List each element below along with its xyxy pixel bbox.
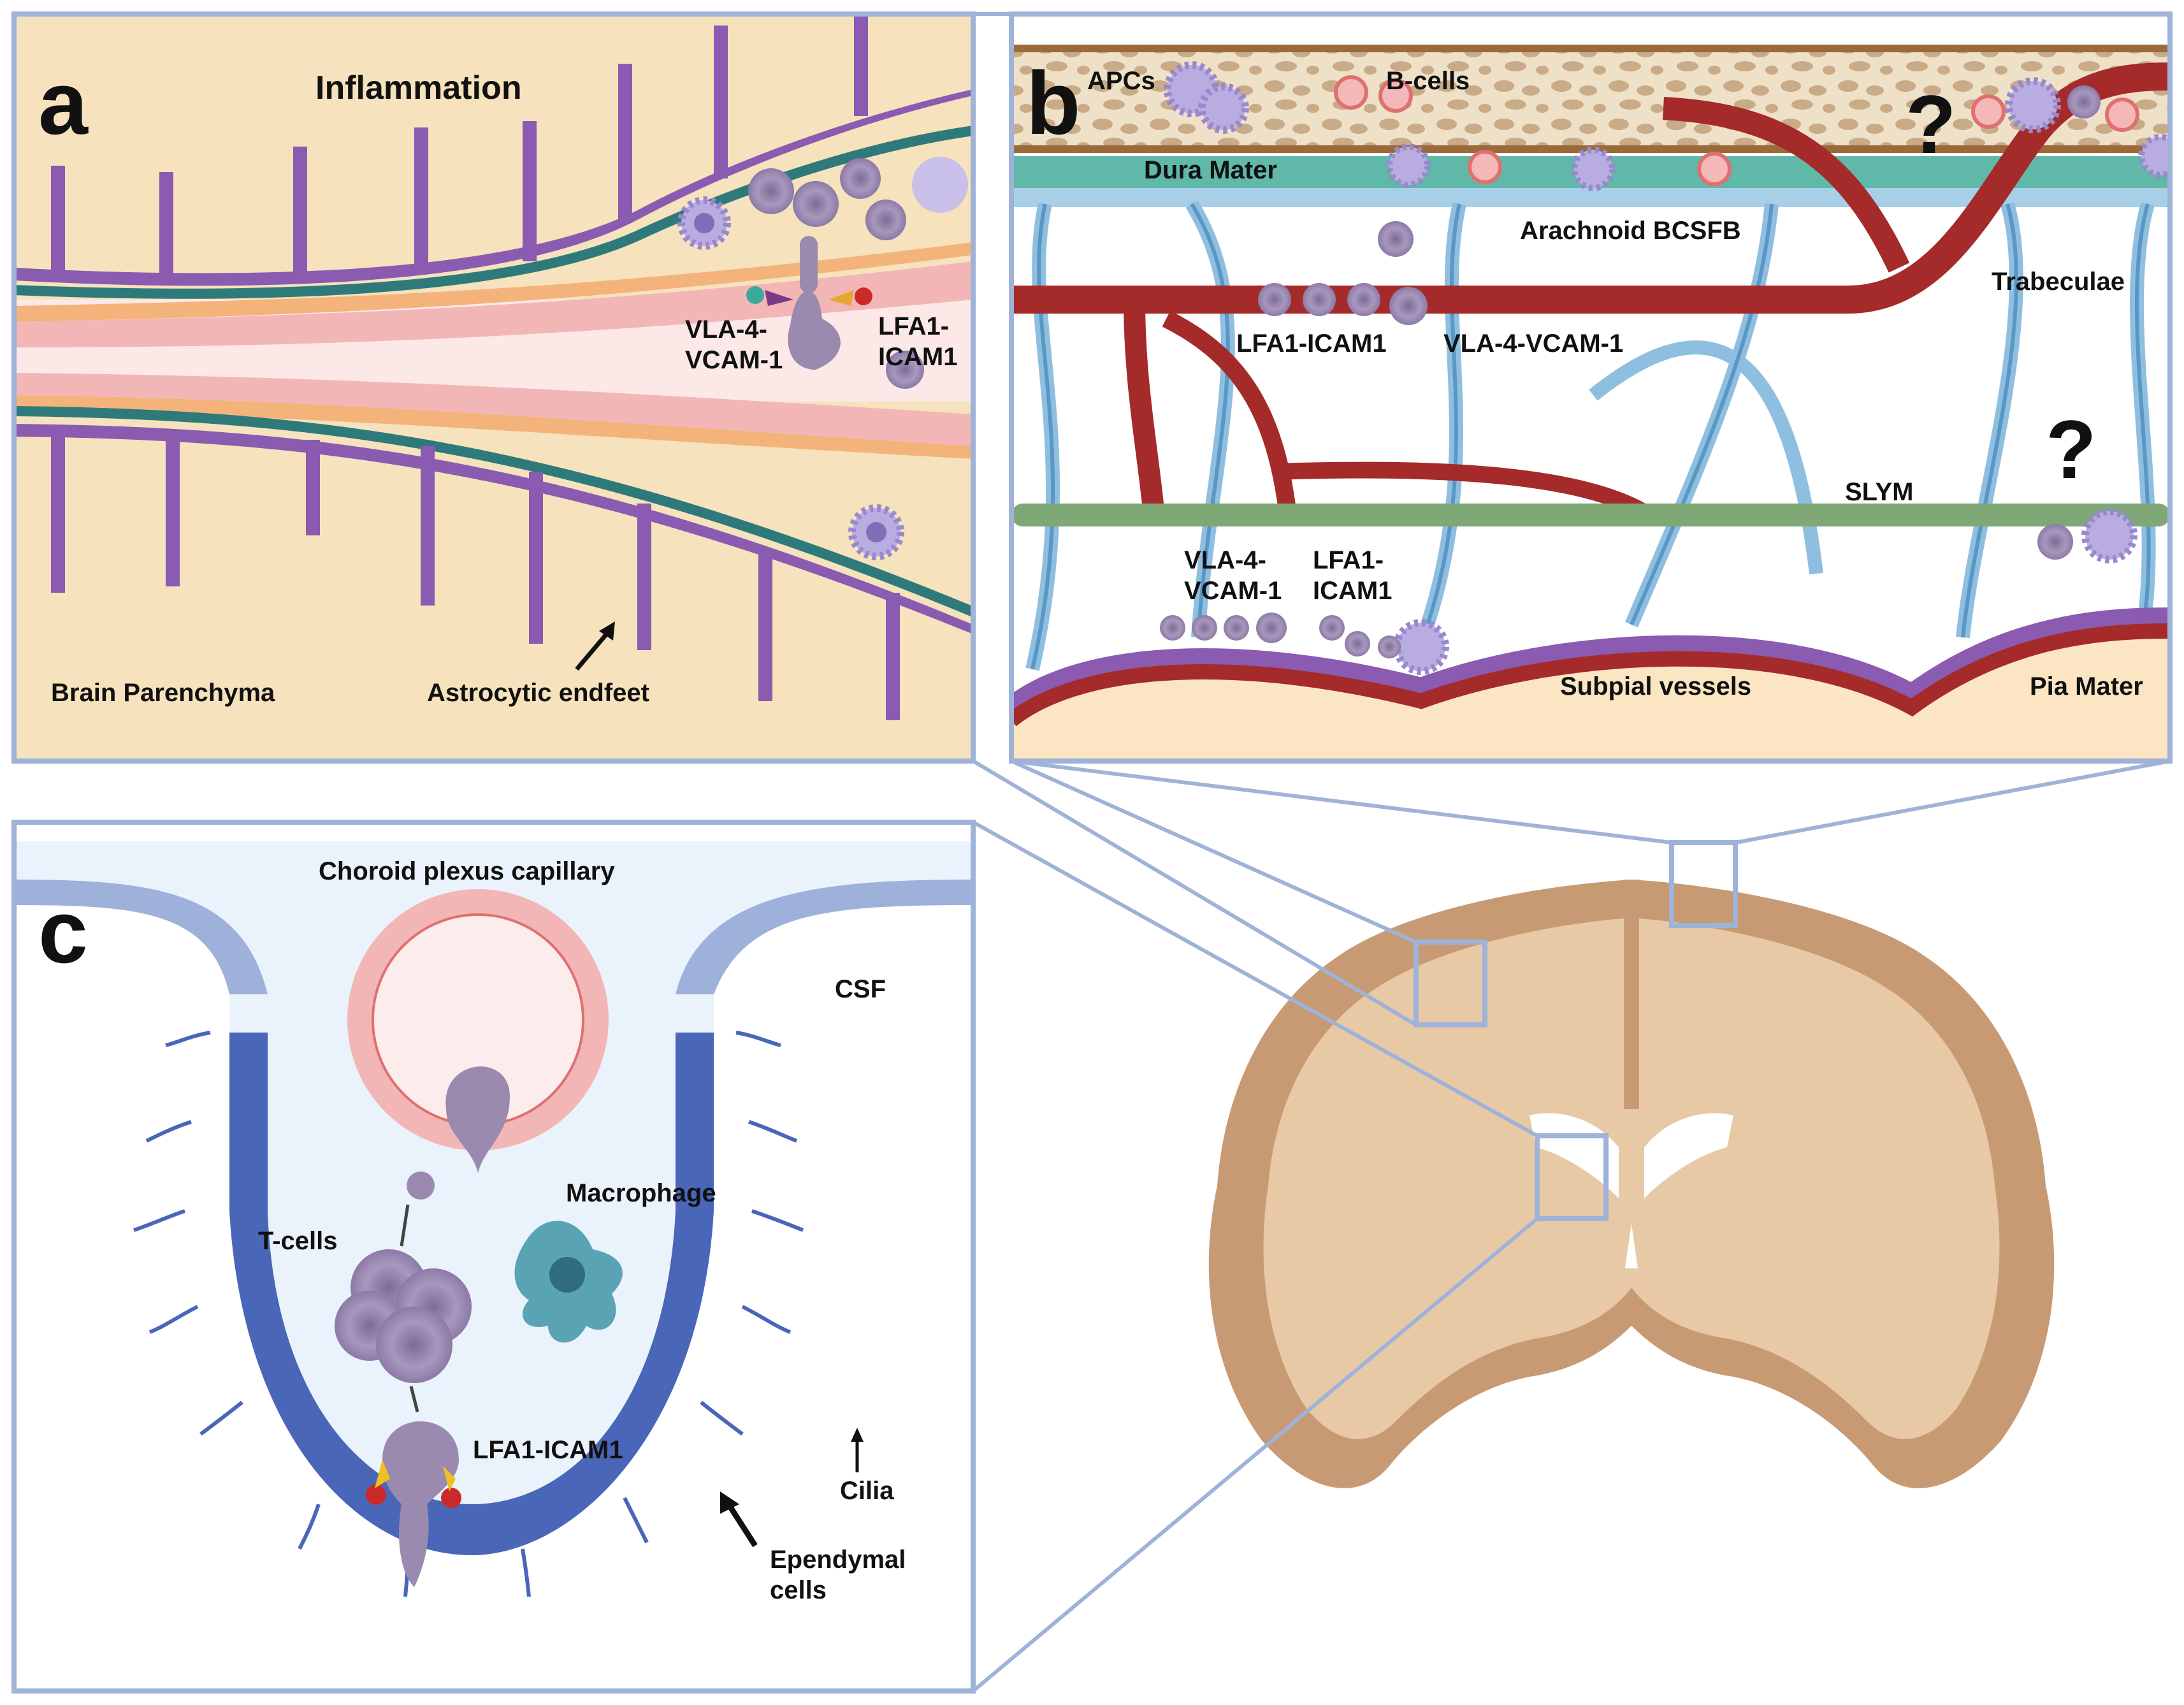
slym-label: SLYM — [1845, 478, 1913, 506]
b-cells — [1334, 75, 2139, 186]
inflammation-label: Inflammation — [315, 69, 522, 106]
vessel-branch-3 — [1274, 461, 1656, 523]
lfa1-icam1-label-b-upper: LFA1-ICAM1 — [1236, 330, 1387, 358]
lfa1-icam1-label-c: LFA1-ICAM1 — [473, 1436, 623, 1464]
choroid-surface-left — [14, 880, 268, 994]
panel-a-letter: a — [38, 53, 89, 153]
brain-white-matter — [1263, 918, 2000, 1439]
t-cells-label: T-cells — [258, 1227, 338, 1255]
inset-box-a — [1414, 940, 1487, 1027]
panel-c-frame — [11, 820, 976, 1694]
question-mark-lower: ? — [2046, 403, 2096, 496]
arachnoid-bcsfb-label: Arachnoid BCSFB — [1520, 217, 1741, 245]
panel-b-letter: b — [1026, 53, 1081, 153]
question-mark-upper: ? — [1906, 78, 1956, 171]
astrocytic-endfeet-upper — [51, 14, 868, 280]
macrophage-nucleus — [549, 1257, 585, 1293]
apc-cells-b — [1164, 61, 2170, 675]
vessel-branch-1 — [1124, 299, 1164, 511]
tcell-arrow-1 — [400, 1204, 410, 1247]
icam1-left — [366, 1484, 386, 1505]
ependymal-label-line1: Ependymal — [770, 1546, 906, 1574]
lateral-ventricle-right — [1644, 1113, 1733, 1198]
tcells-cluster-c — [335, 1249, 472, 1383]
cilia-label: Cilia — [840, 1477, 894, 1505]
trabeculae-label: Trabeculae — [1992, 268, 2125, 296]
ependymal-arrowhead — [720, 1491, 739, 1514]
transmigrating-tcell-a — [746, 236, 872, 370]
t-cells-b — [1160, 85, 2101, 658]
choroid-surface-right — [676, 880, 973, 994]
subpial-vessels-label: Subpial vessels — [1560, 672, 1751, 700]
panel-c: c Choroid plexus capillary CSF Macrophag… — [11, 820, 976, 1694]
basement-membrane-upper — [14, 126, 973, 299]
inset-box-b — [1669, 840, 1738, 928]
basement-membrane-lower — [14, 406, 973, 617]
apc-cells-a — [677, 157, 968, 560]
transmigrating-tcell-capillary — [445, 1066, 510, 1173]
pia-mater-label: Pia Mater — [2030, 672, 2143, 700]
pericyte-layer-lower — [14, 395, 973, 459]
csf-label: CSF — [835, 975, 886, 1003]
third-ventricle — [1625, 1224, 1638, 1268]
astrocytic-endfeet-label: Astrocytic endfeet — [427, 679, 649, 707]
b-cells-label: B-cells — [1386, 67, 1470, 95]
slym-layer — [1011, 504, 2170, 526]
dura-mater-label: Dura Mater — [1144, 156, 1277, 184]
dura-top-border — [1011, 45, 2170, 52]
panel-a: a Inflammation VLA-4- VCAM-1 LFA1- ICAM1… — [11, 11, 976, 764]
astrocytic-endfeet-lower — [51, 433, 900, 720]
t-cells-cluster-a — [748, 158, 924, 389]
lfa1-icam1-label-a-line2: ICAM1 — [878, 343, 957, 371]
endothelium-upper — [14, 261, 973, 347]
lfa1-right — [443, 1466, 456, 1491]
vla4-vcam1-label-a-line2: VCAM-1 — [685, 346, 783, 374]
lfa1-icam1-label-a-line1: LFA1- — [878, 312, 949, 340]
ependymal-label-line2: cells — [770, 1576, 827, 1604]
inset-box-c — [1535, 1133, 1609, 1221]
brain-parenchyma-label: Brain Parenchyma — [51, 679, 275, 707]
panel-b: b APCs B-cells Dura Mater Arachnoid BCSF… — [1009, 11, 2173, 764]
ependymal-arrow — [724, 1499, 758, 1548]
lfa1-icam1-label-b-lower-line2: ICAM1 — [1313, 577, 1392, 605]
tcell-drop — [407, 1172, 435, 1200]
apcs-label: APCs — [1087, 67, 1155, 95]
arachnoid-vessel-main — [1011, 62, 2170, 314]
cortical-surface — [1011, 618, 2170, 761]
macrophage-label: Macrophage — [566, 1179, 716, 1207]
trabeculae-outline — [1031, 203, 2151, 670]
panel-a-frame — [11, 11, 976, 764]
vla4-vcam1-label-b-upper: VLA-4-VCAM-1 — [1443, 330, 1623, 358]
subpial-vessels-path — [1011, 623, 2170, 727]
tcell-arrow-2 — [409, 1386, 419, 1412]
panel-c-letter: c — [38, 882, 88, 982]
endfeet-arrowhead — [599, 621, 615, 641]
lfa1-left — [375, 1460, 390, 1488]
dural-vessel — [1663, 97, 1910, 273]
vla4-vcam1-label-a-line1: VLA-4- — [685, 316, 767, 344]
pia-mater-layer — [1011, 607, 2170, 716]
pericyte-layer-upper — [14, 242, 973, 322]
lfa1-icam1-label-b-lower-line1: LFA1- — [1313, 546, 1384, 574]
inset-connectors — [972, 12, 2171, 1693]
vla4-vcam1-label-b-lower-line1: VLA-4- — [1184, 546, 1266, 574]
panel-b-frame — [1009, 11, 2173, 764]
brain-coronal-section — [1208, 840, 2055, 1488]
choroid-capillary-label: Choroid plexus capillary — [319, 857, 615, 885]
icam1-right — [441, 1488, 461, 1508]
macrophage-a — [912, 157, 968, 213]
transmigrating-tcell-ependyma — [382, 1421, 459, 1587]
cilia-arrowhead — [851, 1428, 864, 1442]
endothelium-lower — [14, 373, 973, 446]
choroid-stroma — [14, 841, 973, 1555]
vla4-vcam1-label-b-lower-line2: VCAM-1 — [1184, 577, 1282, 605]
